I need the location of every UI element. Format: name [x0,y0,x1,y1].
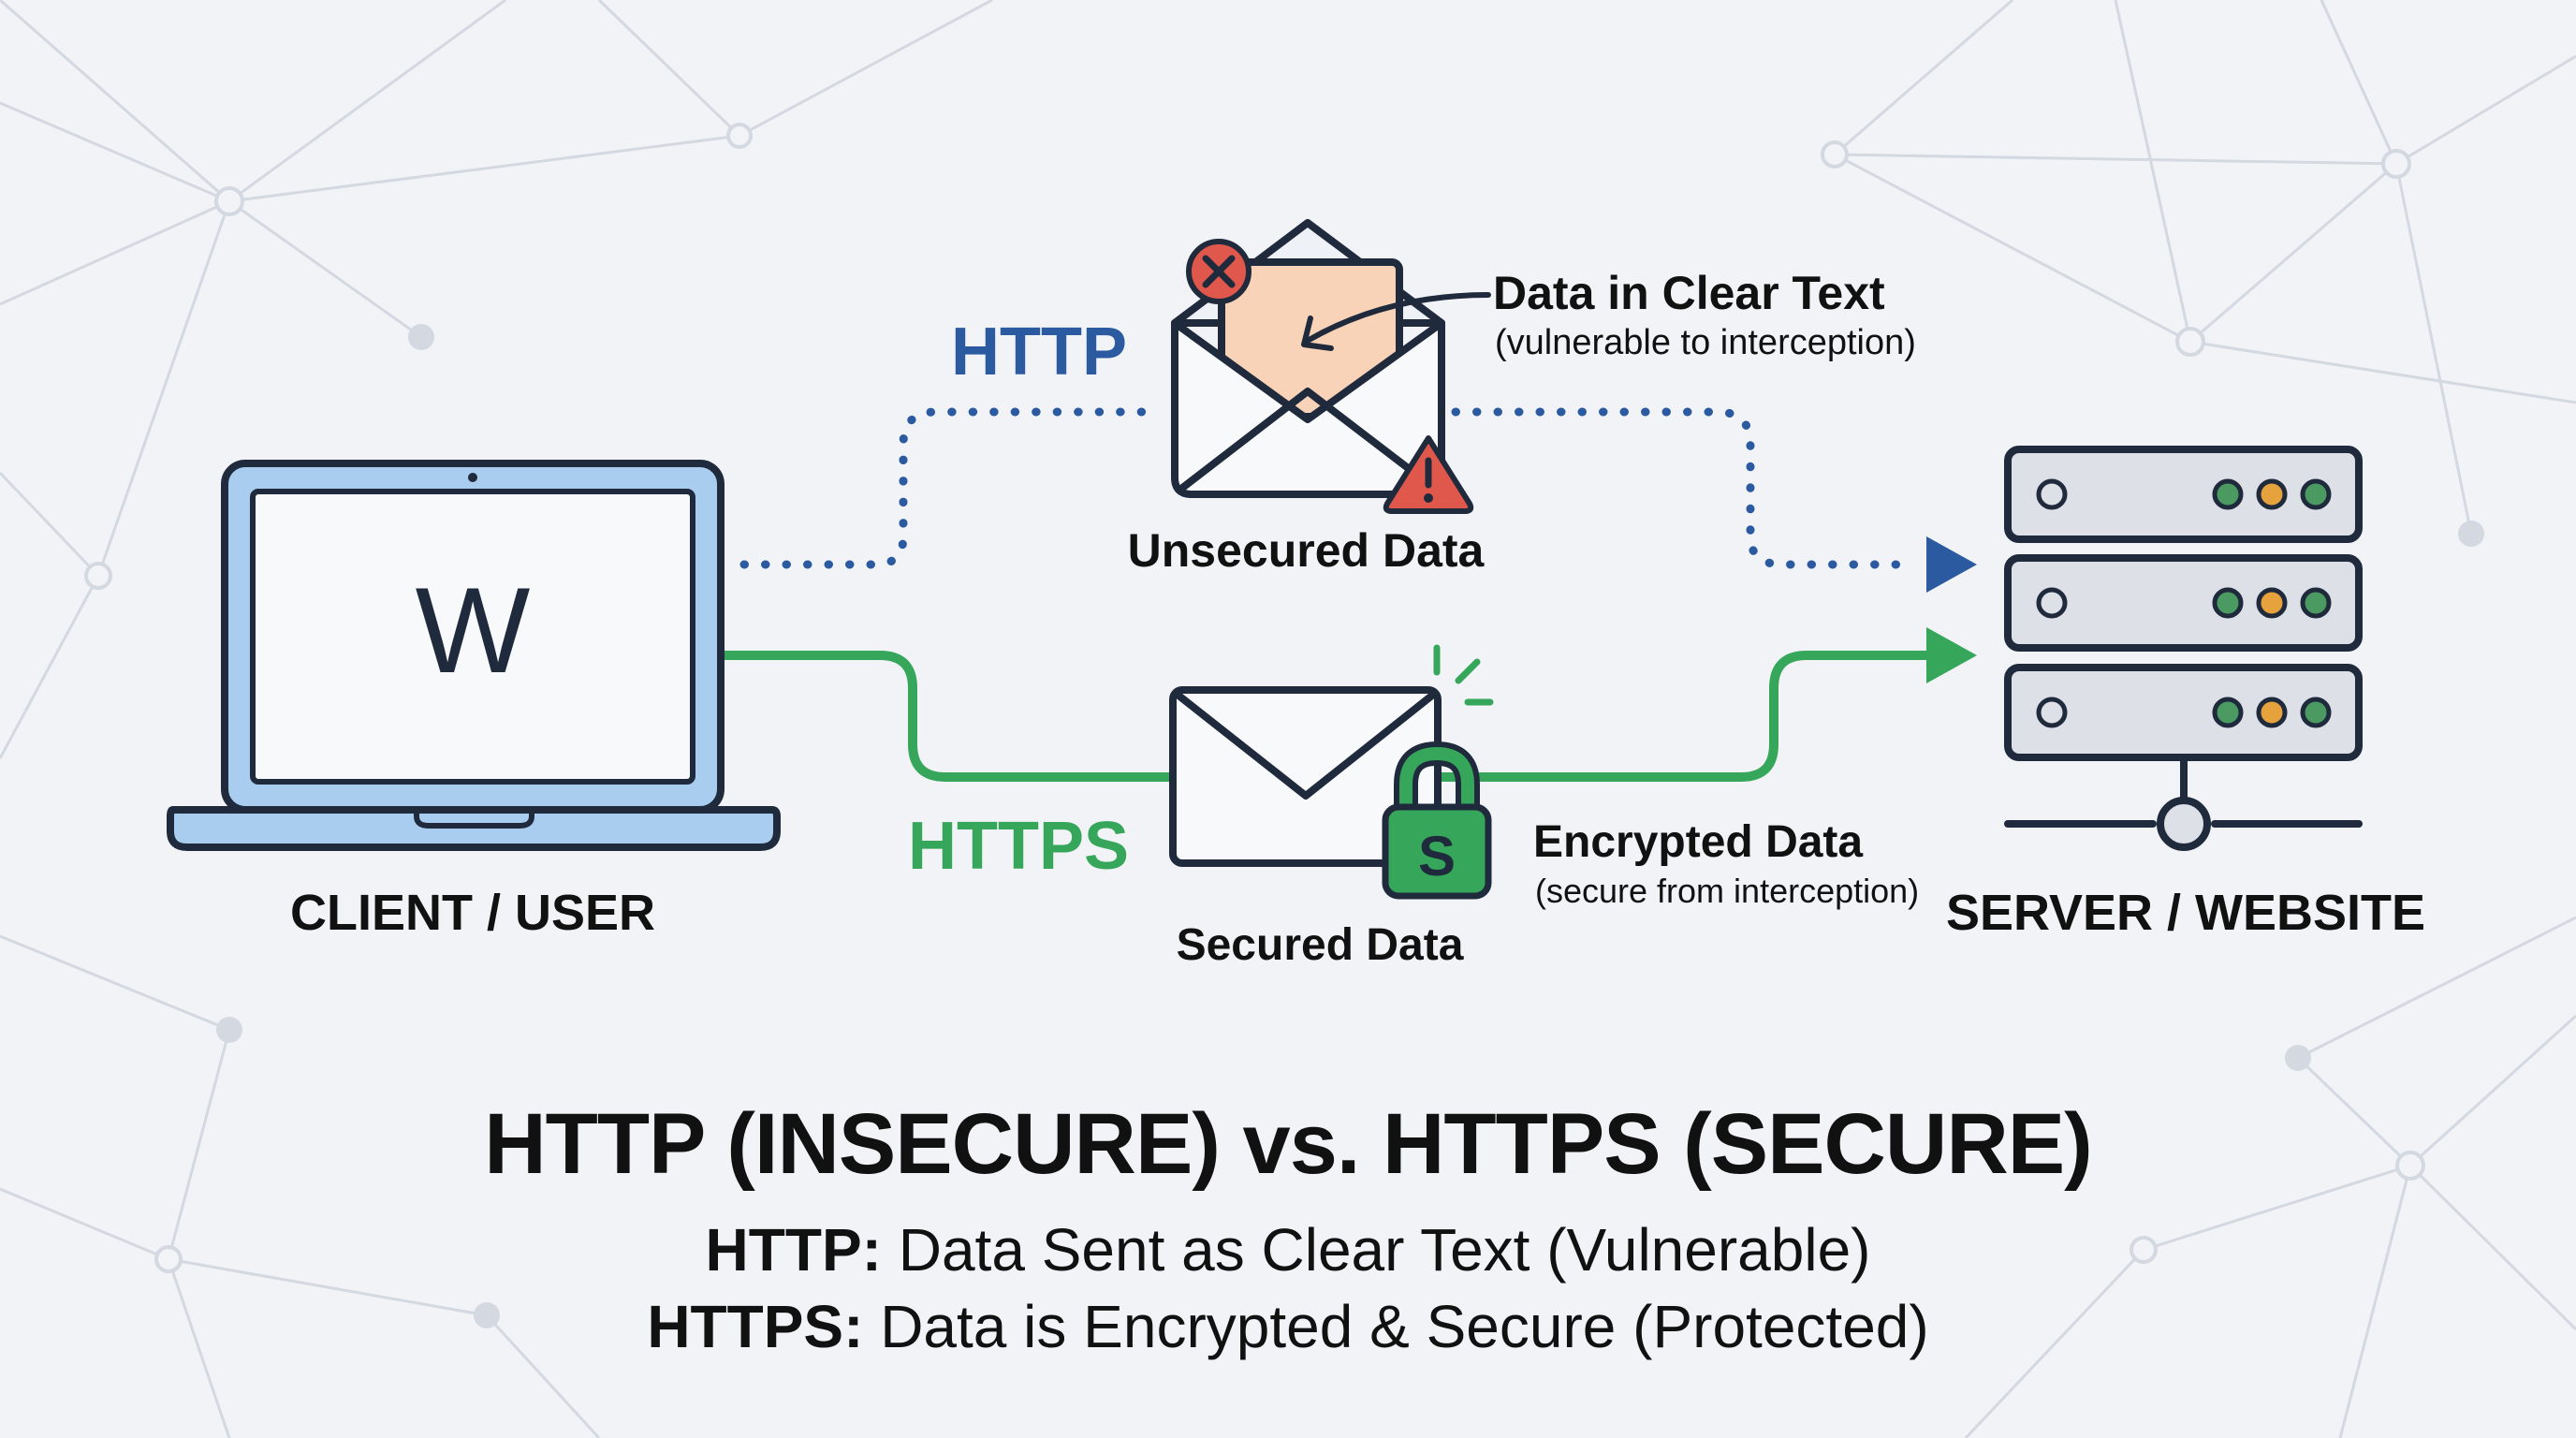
https-envelope-caption: Secured Data [1177,920,1464,970]
server-rack-icon [2004,446,2363,851]
http-summary-line: HTTP: Data Sent as Clear Text (Vulnerabl… [0,1215,2576,1284]
padlock-icon [1382,644,1494,900]
http-summary-label: HTTP: [705,1216,882,1284]
page-title: HTTP (INSECURE) vs. HTTPS (SECURE) [484,1096,2093,1192]
background-network-nodes [84,123,2484,1328]
https-protocol-label: HTTPS [908,809,1129,884]
server-leds [2036,478,2332,728]
http-summary-text: Data Sent as Clear Text (Vulnerable) [881,1216,1871,1284]
open-envelope-icon [1171,219,1491,498]
https-arrow-head [1926,627,1977,683]
https-callout-subtitle: (secure from interception) [1535,872,1919,910]
https-callout-title: Encrypted Data [1533,817,1863,867]
http-connection-line [739,407,1914,569]
http-callout-subtitle: (vulnerable to interception) [1495,323,1916,362]
http-callout-title: Data in Clear Text [1493,267,1885,319]
padlock-glyph: S [1418,825,1456,888]
https-summary-text: Data is Encrypted & Secure (Protected) [863,1293,1929,1360]
client-label: CLIENT / USER [290,885,655,941]
warning-triangle-icon [1383,435,1474,514]
http-arrow-head [1926,536,1977,593]
laptop-icon [167,460,781,851]
closed-envelope-icon [1169,686,1442,867]
laptop-screen-glyph: W [416,562,531,698]
http-envelope-caption: Unsecured Data [1128,524,1486,577]
https-summary-line: HTTPS: Data is Encrypted & Secure (Prote… [0,1292,2576,1361]
server-label: SERVER / WEBSITE [1946,885,2425,941]
error-x-icon [1186,239,1251,304]
https-summary-label: HTTPS: [647,1293,864,1360]
http-protocol-label: HTTP [951,315,1127,389]
